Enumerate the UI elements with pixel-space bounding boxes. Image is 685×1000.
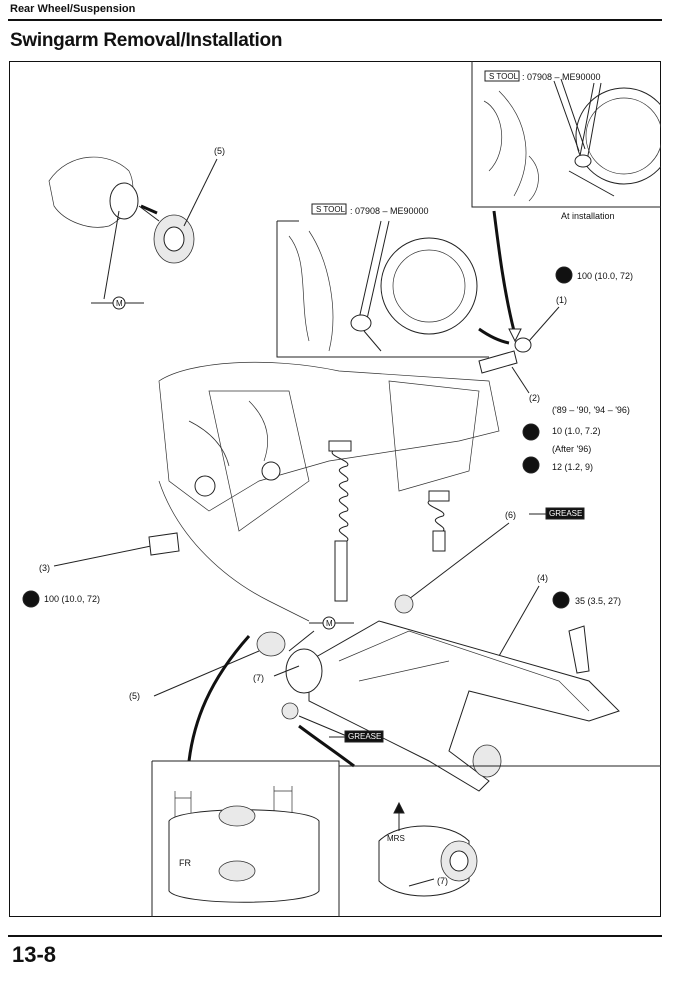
section-header: Rear Wheel/Suspension (10, 3, 136, 15)
page-number: 13-8 (12, 942, 57, 967)
route-arrow-left (187, 635, 251, 762)
swingarm-4: (4) 35 (3.5, 27) (285, 573, 621, 792)
footer-rule (8, 935, 662, 937)
tool-number: : 07908 – ME90000 (350, 206, 429, 216)
svg-text:M: M (116, 299, 123, 308)
torque-2: ('89 – '90, '94 – '96) 10 (1.0, 7.2) (Af… (522, 405, 630, 474)
fr-label: FR (179, 858, 191, 868)
svg-text:GREASE: GREASE (348, 732, 381, 741)
svg-text:M: M (326, 619, 333, 628)
callout-5-top: (5) (214, 146, 225, 156)
figure-frame (9, 61, 661, 917)
at-installation-label: At installation (561, 211, 615, 221)
install-arrow (492, 210, 516, 332)
route-arrow-right (298, 724, 355, 768)
inset-at-installation: S TOOL : 07908 – ME90000 At installation (471, 61, 661, 221)
stool-tag (311, 203, 347, 215)
callout-5-bottom: (5) (129, 691, 140, 701)
tool-number-top: : 07908 – ME90000 (522, 72, 601, 82)
callout-7-left: (7) (253, 673, 264, 683)
callout-2: (2) (529, 393, 540, 403)
callout-3: (3) (39, 563, 50, 573)
torque-3-value: 12 (1.2, 9) (552, 462, 593, 472)
pivot-bolt-2: (2) (478, 350, 540, 403)
grease-6: (6) GREASE (394, 507, 585, 614)
callout-6: (6) (505, 510, 516, 520)
swingarm-diagram: S TOOL : 07908 – ME90000 At installation… (22, 61, 661, 917)
inset-tool-pivot: S TOOL : 07908 – ME90000 (276, 203, 510, 358)
rear-shocks (328, 440, 450, 602)
grease-lower: GREASE (281, 702, 384, 743)
mark-label: MRS (387, 834, 405, 843)
inset-bottom-left: FR (151, 760, 340, 917)
torque-4-value: 100 (10.0, 72) (44, 594, 100, 604)
stool-tag-top-text: S TOOL (489, 72, 519, 81)
pivot-nut-3: (3) 100 (10.0, 72) (22, 532, 180, 608)
joint-5-lower: (5) M (7) (129, 616, 354, 701)
svg-text:GREASE: GREASE (549, 509, 582, 518)
header-rule (8, 19, 662, 21)
moly-grease-icon-lower: M (309, 616, 354, 630)
torque-3-years: (After '96) (552, 444, 591, 454)
callout-7-right: (7) (437, 876, 448, 886)
torque-1-value: 100 (10.0, 72) (577, 271, 633, 281)
callout-1: (1) (556, 295, 567, 305)
callout-4: (4) (537, 573, 548, 583)
torque-2-value: 10 (1.0, 7.2) (552, 426, 601, 436)
torque-5-value: 35 (3.5, 27) (575, 596, 621, 606)
detail-ujoint: (5) M (48, 146, 225, 310)
moly-grease-icon-top: M (91, 296, 144, 310)
torque-1: 100 (10.0, 72) (1) (514, 266, 633, 353)
frame-body (158, 361, 500, 622)
stool-tag-text: S TOOL (316, 205, 346, 214)
inset-bottom-right: MRS (7) (339, 765, 661, 897)
page-title: Swingarm Removal/Installation (10, 30, 283, 51)
stool-tag-top (484, 70, 520, 82)
torque-2-years: ('89 – '90, '94 – '96) (552, 405, 630, 415)
